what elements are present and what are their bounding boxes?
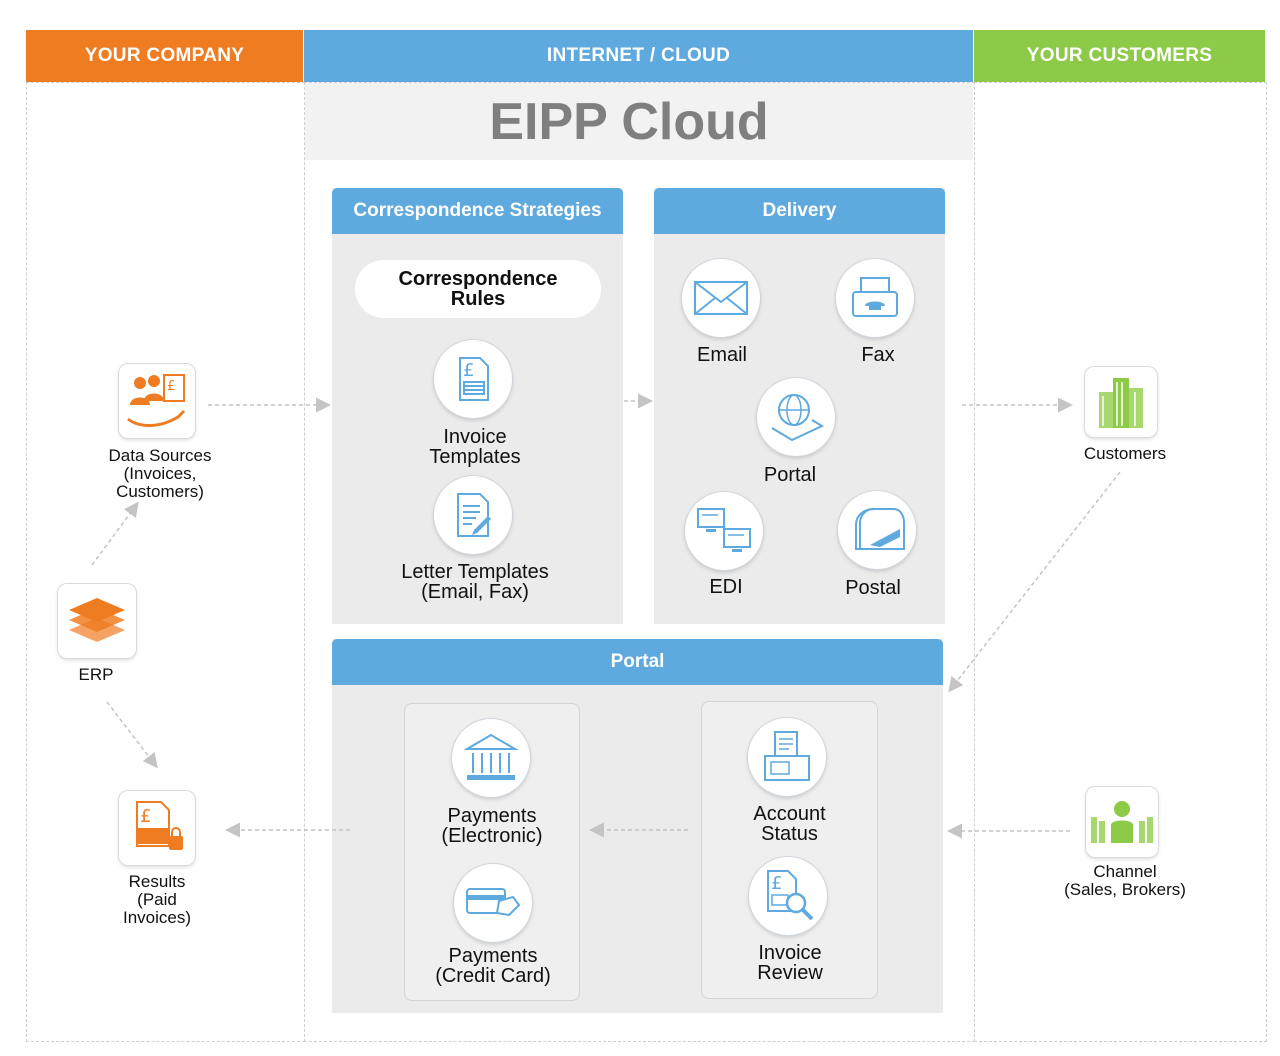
payments-credit-card-label: Payments (Credit Card) <box>435 945 551 987</box>
customers-buildings-icon <box>1085 367 1157 437</box>
data-sources-icon: £ <box>119 364 195 438</box>
your-customers-header: YOUR CUSTOMERS <box>974 30 1265 82</box>
arrow-erp-to-results <box>106 701 158 769</box>
portal-header: Portal <box>332 639 943 685</box>
customers-label: Customers <box>1083 444 1167 463</box>
credit-card-icon <box>454 864 532 942</box>
invoice-review-label: Invoice Review <box>757 942 823 984</box>
data-sources-label: Data Sources (Invoices, Customers) <box>108 446 212 501</box>
portal-globe-icon <box>757 378 835 456</box>
delivery-portal-label: Portal <box>763 464 817 486</box>
correspondence-rules-label: Correspondence Rules <box>355 260 601 318</box>
letter-template-icon <box>434 476 512 554</box>
results-icon: £ <box>119 791 195 865</box>
postal-mailbox-icon <box>838 491 916 569</box>
svg-text:£: £ <box>463 360 474 381</box>
letter-templates-label: Letter Templates (Email, Fax) <box>401 561 549 603</box>
invoice-templates-label: Invoice Templates <box>429 426 521 468</box>
svg-text:£: £ <box>771 873 782 894</box>
email-icon <box>682 259 760 337</box>
eipp-cloud-title: EIPP Cloud <box>489 93 769 151</box>
edi-icon <box>685 492 763 570</box>
delivery-postal-label: Postal <box>845 577 901 599</box>
arrow-customers-to-portal <box>948 471 1121 693</box>
payments-electronic-label: Payments (Electronic) <box>441 805 543 847</box>
invoice-review-icon: £ <box>749 857 827 935</box>
delivery-header: Delivery <box>654 188 945 234</box>
bank-icon <box>452 719 530 797</box>
your-company-header: YOUR COMPANY <box>26 30 303 82</box>
delivery-edi-label: EDI <box>709 576 743 598</box>
channel-label: Channel (Sales, Brokers) <box>1064 862 1186 899</box>
invoice-template-icon: £ <box>434 340 512 418</box>
svg-text:£: £ <box>167 379 175 394</box>
customers-column <box>974 82 1267 1042</box>
account-status-icon <box>748 718 826 796</box>
erp-icon <box>58 584 136 658</box>
results-label: Results (Paid Invoices) <box>122 872 192 927</box>
internet-cloud-header: INTERNET / CLOUD <box>304 30 973 82</box>
channel-people-icon <box>1086 787 1158 857</box>
correspondence-strategies-header: Correspondence Strategies <box>332 188 623 234</box>
fax-icon <box>836 259 914 337</box>
delivery-fax-label: Fax <box>861 344 895 366</box>
erp-label: ERP <box>78 665 114 684</box>
delivery-email-label: Email <box>696 344 747 366</box>
svg-text:£: £ <box>140 806 151 827</box>
account-status-label: Account Status <box>753 803 826 845</box>
arrow-erp-to-datasources <box>91 501 139 566</box>
